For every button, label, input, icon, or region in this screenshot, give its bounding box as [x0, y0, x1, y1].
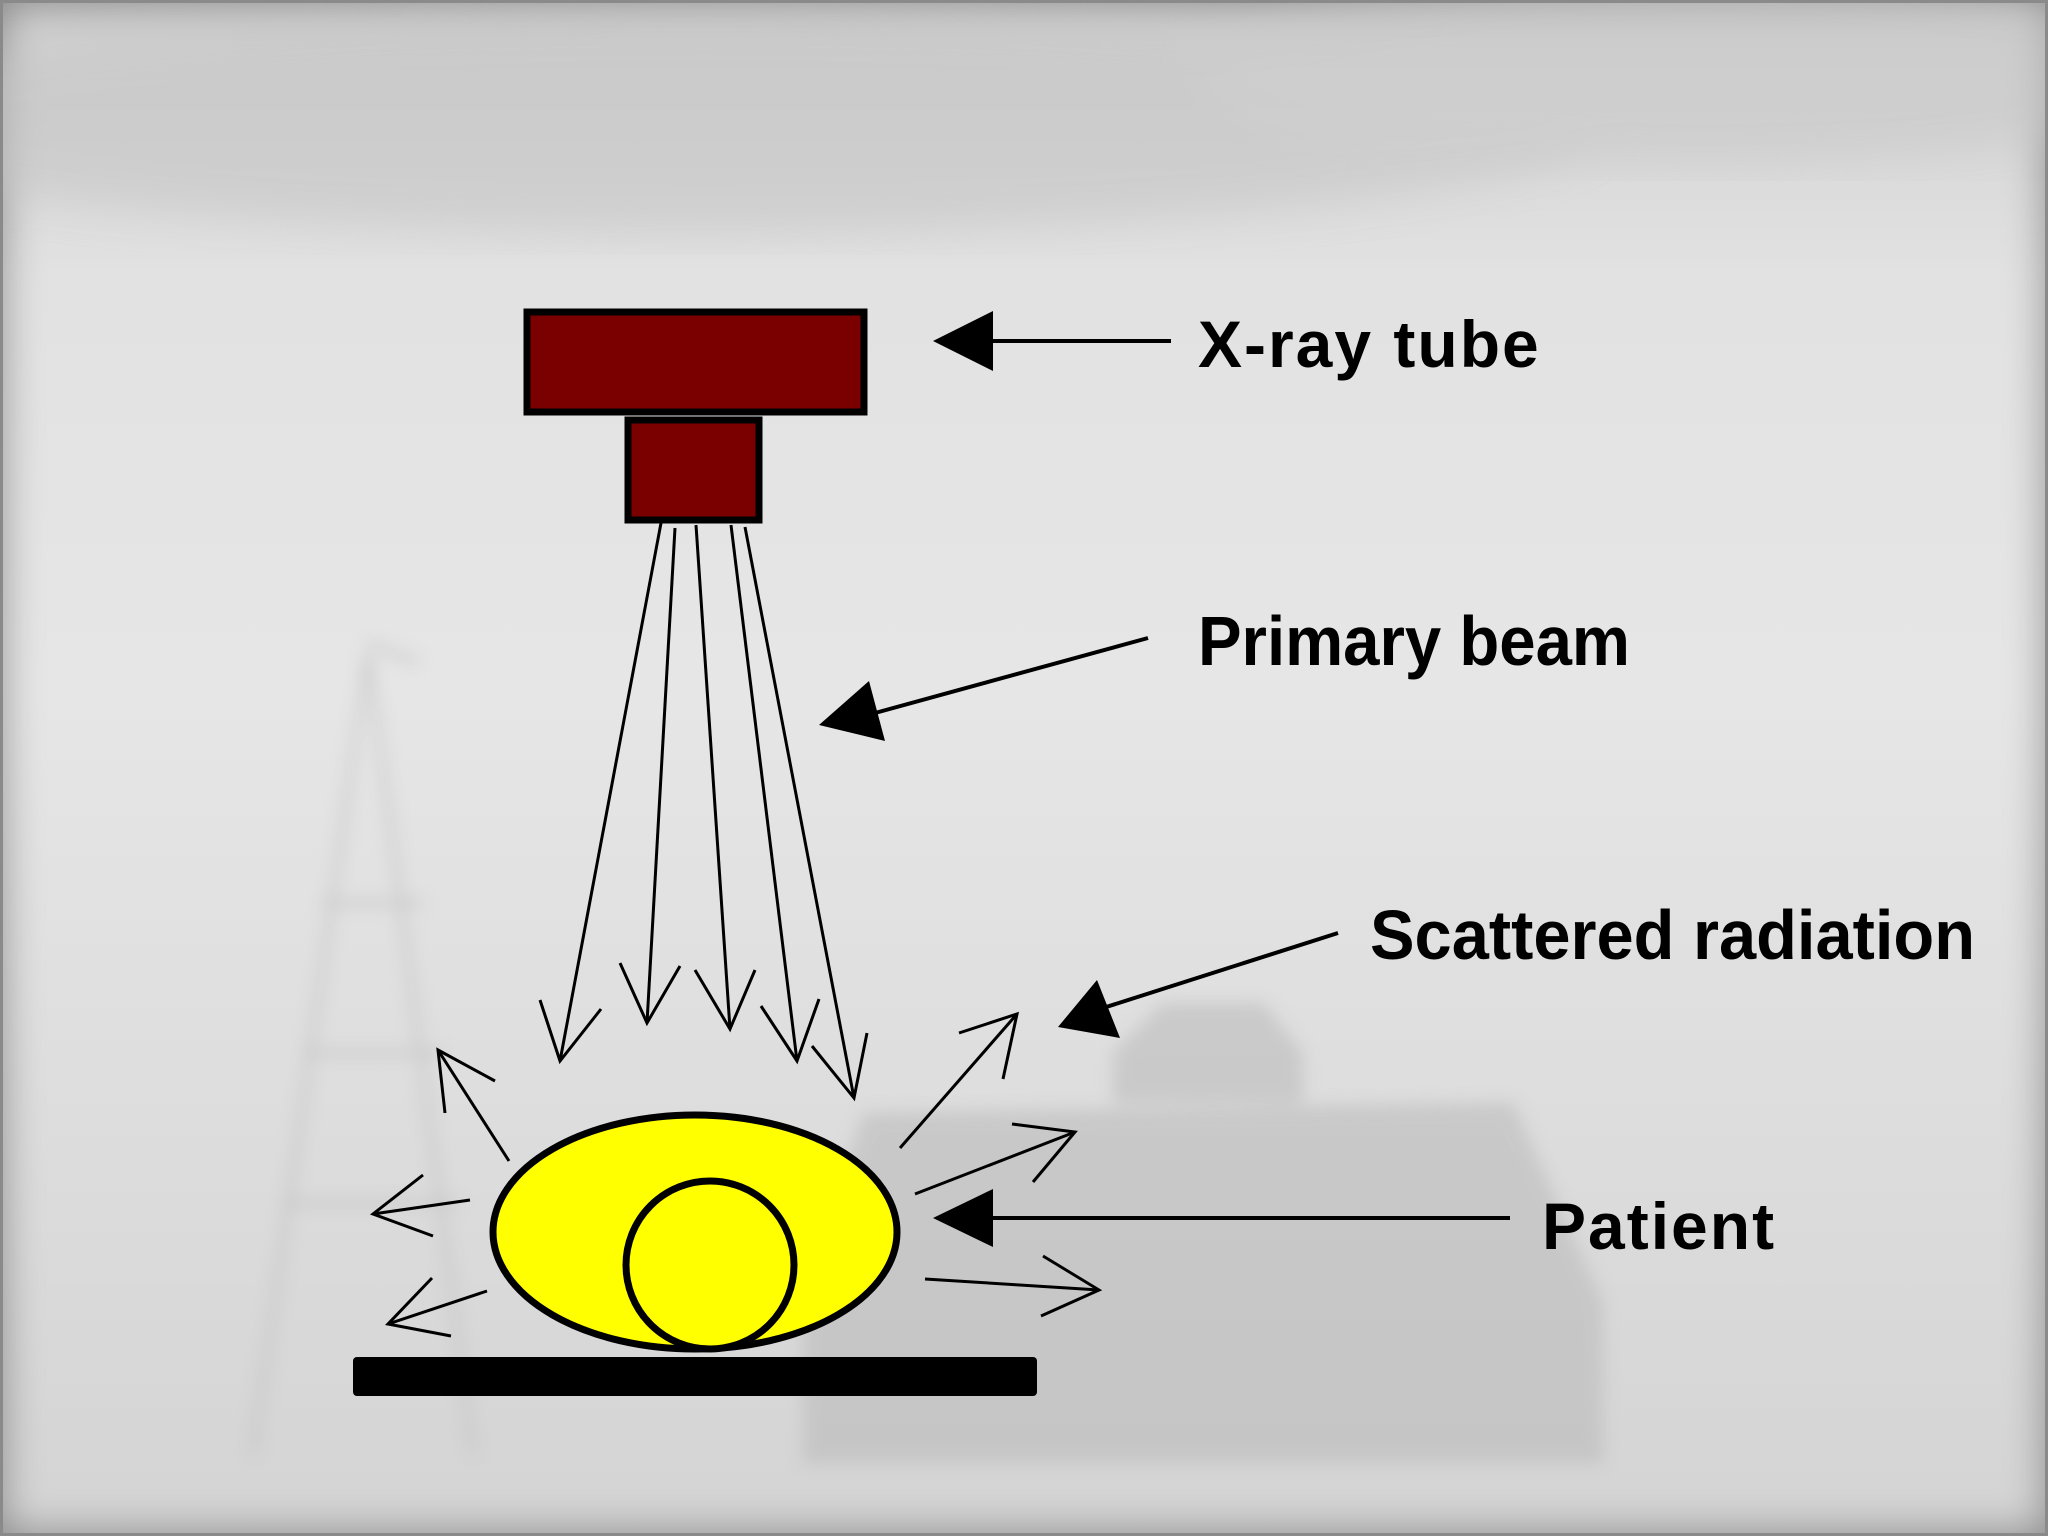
patient-pointer — [933, 1189, 1510, 1247]
patient-table — [353, 1357, 1037, 1396]
scattered-radiation-label: Scattered radiation — [1370, 896, 1975, 974]
windmill-silhouette — [250, 640, 476, 1454]
xray-tube — [523, 308, 868, 524]
scattered-radiation-pointer — [1058, 931, 1339, 1038]
xray-tube-housing — [523, 308, 868, 416]
xray-tube-pointer — [933, 311, 1171, 371]
patient-label: Patient — [1542, 1189, 1776, 1263]
scattered-radiation-rays — [369, 1011, 1103, 1338]
patient-head — [622, 1177, 798, 1353]
primary-beam-label: Primary beam — [1198, 602, 1630, 680]
xray-tube-collimator — [624, 416, 763, 524]
primary-beam-pointer — [819, 636, 1149, 741]
patient — [489, 1111, 901, 1353]
xray-tube-label: X-ray tube — [1198, 307, 1541, 381]
radiation-diagram: X-ray tube Primary beam Scattered radiat… — [3, 3, 2045, 1463]
primary-beam-rays — [538, 522, 869, 1102]
